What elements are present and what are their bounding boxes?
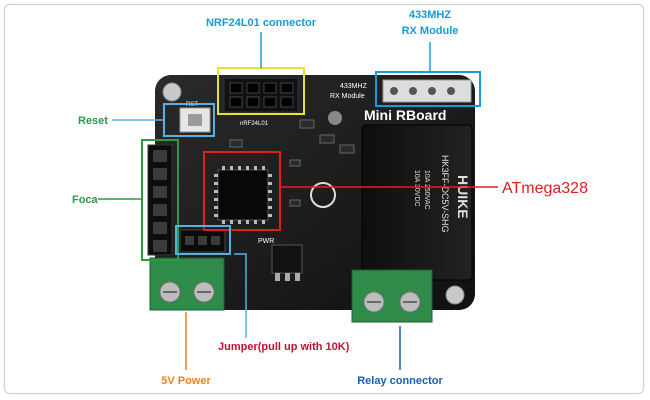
nrf-silk: nRF24L01 bbox=[240, 121, 269, 127]
label-rx-line1: 433MHZ bbox=[409, 9, 451, 21]
relay-model: HK3FF-DC5V-SHG bbox=[440, 155, 450, 233]
jumper-callout-box bbox=[175, 225, 231, 255]
label-nrf: NRF24L01 connector bbox=[206, 17, 317, 29]
image-frame bbox=[4, 4, 644, 394]
board-title: Mini RBoard bbox=[364, 107, 446, 123]
label-relay: Relay connector bbox=[357, 375, 443, 387]
power-terminal-block bbox=[149, 257, 225, 311]
mounting-hole bbox=[162, 82, 182, 102]
relay-rating2: 10A 30VDC bbox=[413, 170, 420, 207]
relay-rating1: 10A 250VAC bbox=[423, 170, 430, 210]
foca-callout-box bbox=[141, 139, 179, 261]
jumper-leader bbox=[234, 253, 247, 338]
foca-header bbox=[147, 144, 173, 256]
label-power: 5V Power bbox=[161, 375, 211, 387]
rx-silk-line1: 433MHZ bbox=[340, 83, 368, 90]
label-rx-line2: RX Module bbox=[402, 25, 459, 37]
rx-callout-box bbox=[375, 71, 481, 107]
rx-header bbox=[382, 79, 472, 103]
relay-brand: HUIKE bbox=[455, 175, 471, 219]
atmega-chip bbox=[217, 169, 269, 221]
relay-terminal-block bbox=[351, 269, 433, 323]
atmega-callout-box bbox=[203, 151, 281, 231]
pwr-silk: PWR bbox=[258, 238, 274, 245]
mounting-hole bbox=[445, 285, 465, 305]
rx-silk-line2: RX Module bbox=[330, 93, 365, 100]
label-atmega: ATmega328 bbox=[502, 180, 588, 197]
label-jumper: Jumper(pull up with 10K) bbox=[218, 341, 350, 353]
label-reset: Reset bbox=[78, 115, 108, 127]
label-foca: Foca bbox=[72, 194, 99, 206]
voltage-regulator bbox=[271, 244, 303, 274]
